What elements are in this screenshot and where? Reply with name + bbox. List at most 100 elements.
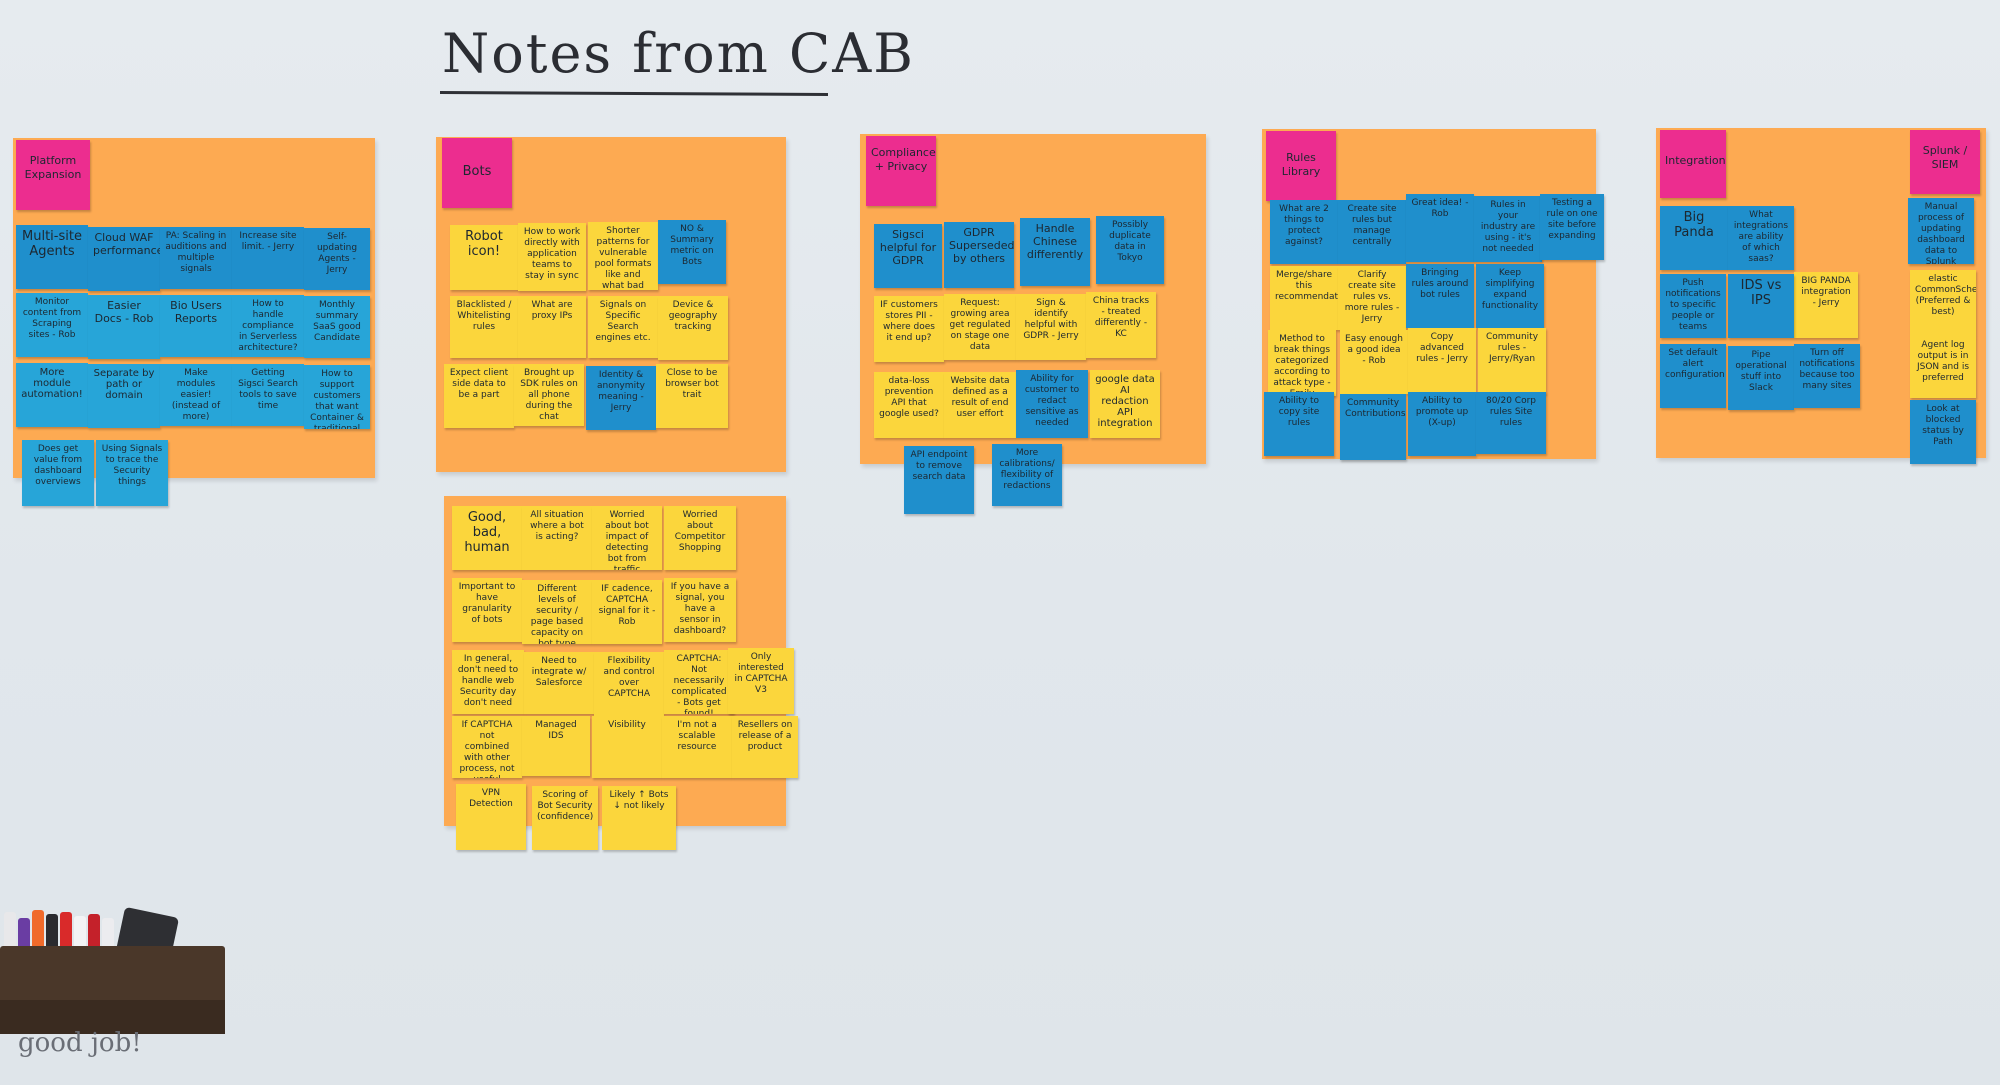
note: Easy enough a good idea - Rob bbox=[1340, 330, 1408, 394]
note: Bringing rules around bot rules bbox=[1406, 264, 1474, 328]
note: China tracks - treated differently - KC bbox=[1086, 292, 1156, 358]
note: Worried about Competitor Shopping bbox=[664, 506, 736, 570]
note: Visibility bbox=[592, 716, 662, 778]
note: Website data defined as a result of end … bbox=[944, 372, 1016, 438]
note: What integrations are ability of which s… bbox=[1728, 206, 1794, 270]
note: Multi-site Agents bbox=[16, 225, 88, 289]
note: Identity & anonymity meaning - Jerry bbox=[586, 366, 656, 430]
note: Separate by path or domain bbox=[88, 364, 160, 428]
note: Robot icon! bbox=[450, 225, 518, 290]
note: 80/20 Corp rules Site rules bbox=[1476, 392, 1546, 454]
note: data-loss prevention API that google use… bbox=[874, 372, 944, 438]
note: Turn off notifications because too many … bbox=[1794, 344, 1860, 408]
header-compliance-privacy: Compliance + Privacy bbox=[866, 136, 936, 206]
note: How to handle compliance in Serverless a… bbox=[232, 295, 304, 357]
note: Rules in your industry are using - it's … bbox=[1474, 196, 1542, 262]
header-rules-library: Rules Library bbox=[1266, 131, 1336, 201]
note: Set default alert configuration bbox=[1660, 344, 1726, 408]
note: Method to break things categorized accor… bbox=[1268, 330, 1336, 396]
note: How to work directly with application te… bbox=[518, 223, 586, 291]
note: Self-updating Agents - Jerry bbox=[304, 228, 370, 290]
whiteboard-scribble: good job! bbox=[18, 1028, 142, 1058]
note: Easier Docs - Rob bbox=[88, 295, 160, 359]
note: Only interested in CAPTCHA V3 bbox=[728, 648, 794, 714]
note: Different levels of security / page base… bbox=[522, 580, 592, 644]
note: google data AI redaction API integration bbox=[1090, 370, 1160, 438]
note: Worried about bot impact of detecting bo… bbox=[592, 506, 662, 570]
note: Clarify create site rules vs. more rules… bbox=[1338, 266, 1406, 330]
note: Monitor content from Scraping sites - Ro… bbox=[16, 293, 88, 357]
note: All situation where a bot is acting? bbox=[522, 506, 592, 570]
note: Using Signals to trace the Security thin… bbox=[96, 440, 168, 506]
note: What are proxy IPs bbox=[518, 296, 586, 358]
note: Important to have granularity of bots bbox=[452, 578, 522, 642]
note: Expect client side data to be a part bbox=[444, 364, 514, 428]
note: Sign & identify helpful with GDPR - Jerr… bbox=[1016, 294, 1086, 360]
note: Push notifications to specific people or… bbox=[1660, 274, 1726, 338]
note: Great idea! - Rob bbox=[1406, 194, 1474, 262]
note: Merge/share this recommendations bbox=[1270, 266, 1338, 330]
note: Good, bad, human bbox=[452, 506, 522, 570]
header-splunk-siem: Splunk / SIEM bbox=[1910, 130, 1980, 194]
note: Ability to promote up (X-up) bbox=[1408, 392, 1476, 456]
note: If you have a signal, you have a sensor … bbox=[664, 578, 736, 642]
note: Cloud WAF performance bbox=[88, 227, 160, 291]
note: CAPTCHA: Not necessarily complicated - B… bbox=[664, 650, 734, 714]
note: Increase site limit. - Jerry bbox=[232, 227, 304, 289]
note: Community rules - Jerry/Ryan bbox=[1478, 328, 1546, 394]
note: Managed IDS bbox=[522, 716, 590, 776]
note: Getting Sigsci Search tools to save time bbox=[232, 364, 304, 426]
header-platform-expansion: Platform Expansion bbox=[16, 140, 90, 210]
note: Device & geography tracking bbox=[658, 296, 728, 360]
note: Monthly summary SaaS good Candidate bbox=[304, 296, 370, 358]
note: Does get value from dashboard overviews bbox=[22, 440, 94, 506]
note: IF customers stores PII - where does it … bbox=[874, 296, 944, 362]
note: GDPR Superseded by others bbox=[944, 222, 1014, 288]
note: Create site rules but manage centrally bbox=[1338, 200, 1406, 264]
note: Flexibility and control over CAPTCHA bbox=[594, 652, 664, 716]
note: IDS vs IPS bbox=[1728, 274, 1794, 338]
note: PA: Scaling in auditions and multiple si… bbox=[160, 227, 232, 289]
note: Request: growing area get regulated on s… bbox=[944, 294, 1016, 360]
note: Make modules easier! (instead of more) bbox=[160, 364, 232, 426]
note: Look at blocked status by Path bbox=[1910, 400, 1976, 464]
note: Big Panda bbox=[1660, 206, 1728, 270]
note: VPN Detection bbox=[456, 784, 526, 850]
note: Agent log output is in JSON and is prefe… bbox=[1910, 336, 1976, 398]
note: How to support customers that want Conta… bbox=[304, 365, 370, 429]
note: Close to be browser bot trait bbox=[656, 364, 728, 428]
note: API endpoint to remove search data bbox=[904, 446, 974, 514]
note: More module automation! bbox=[16, 363, 88, 427]
note: Blacklisted / Whitelisting rules bbox=[450, 296, 518, 358]
note: Shorter patterns for vulnerable pool for… bbox=[588, 222, 658, 290]
note: Scoring of Bot Security (confidence) bbox=[532, 786, 598, 850]
note: I'm not a scalable resource bbox=[662, 716, 732, 778]
note: In general, don't need to handle web Sec… bbox=[452, 650, 524, 714]
note: BIG PANDA integration - Jerry bbox=[1794, 272, 1858, 338]
note: Bio Users Reports bbox=[160, 295, 232, 357]
note: Sigsci helpful for GDPR bbox=[874, 224, 942, 288]
note: More calibrations/ flexibility of redact… bbox=[992, 444, 1062, 506]
note: If CAPTCHA not combined with other proce… bbox=[452, 716, 522, 778]
note: elastic CommonSchema (Preferred & best) bbox=[1910, 270, 1976, 336]
note: Signals on Specific Search engines etc. bbox=[588, 296, 658, 358]
note: IF cadence, CAPTCHA signal for it - Rob bbox=[592, 580, 662, 644]
marker-tray-front bbox=[0, 1000, 225, 1034]
note: Ability for customer to redact sensitive… bbox=[1016, 370, 1088, 438]
note: Community Contributions bbox=[1340, 394, 1406, 460]
note: NO & Summary metric on Bots bbox=[658, 220, 726, 284]
note: Need to integrate w/ Salesforce bbox=[524, 652, 594, 714]
note: Pipe operational stuff into Slack bbox=[1728, 346, 1794, 410]
note: Ability to copy site rules bbox=[1264, 392, 1334, 456]
note: Handle Chinese differently bbox=[1020, 218, 1090, 286]
note: Brought up SDK rules on all phone during… bbox=[514, 364, 584, 426]
note: Resellers on release of a product bbox=[732, 716, 798, 778]
note: Manual process of updating dashboard dat… bbox=[1908, 198, 1974, 264]
note: What are 2 things to protect against? bbox=[1270, 200, 1338, 264]
header-integrations: Integrations bbox=[1660, 130, 1726, 198]
note: Likely ↑ Bots ↓ not likely bbox=[602, 786, 676, 850]
note: Possibly duplicate data in Tokyo bbox=[1096, 216, 1164, 284]
header-bots: Bots bbox=[442, 138, 512, 208]
note: Testing a rule on one site before expand… bbox=[1540, 194, 1604, 260]
note: Copy advanced rules - Jerry bbox=[1408, 328, 1476, 394]
